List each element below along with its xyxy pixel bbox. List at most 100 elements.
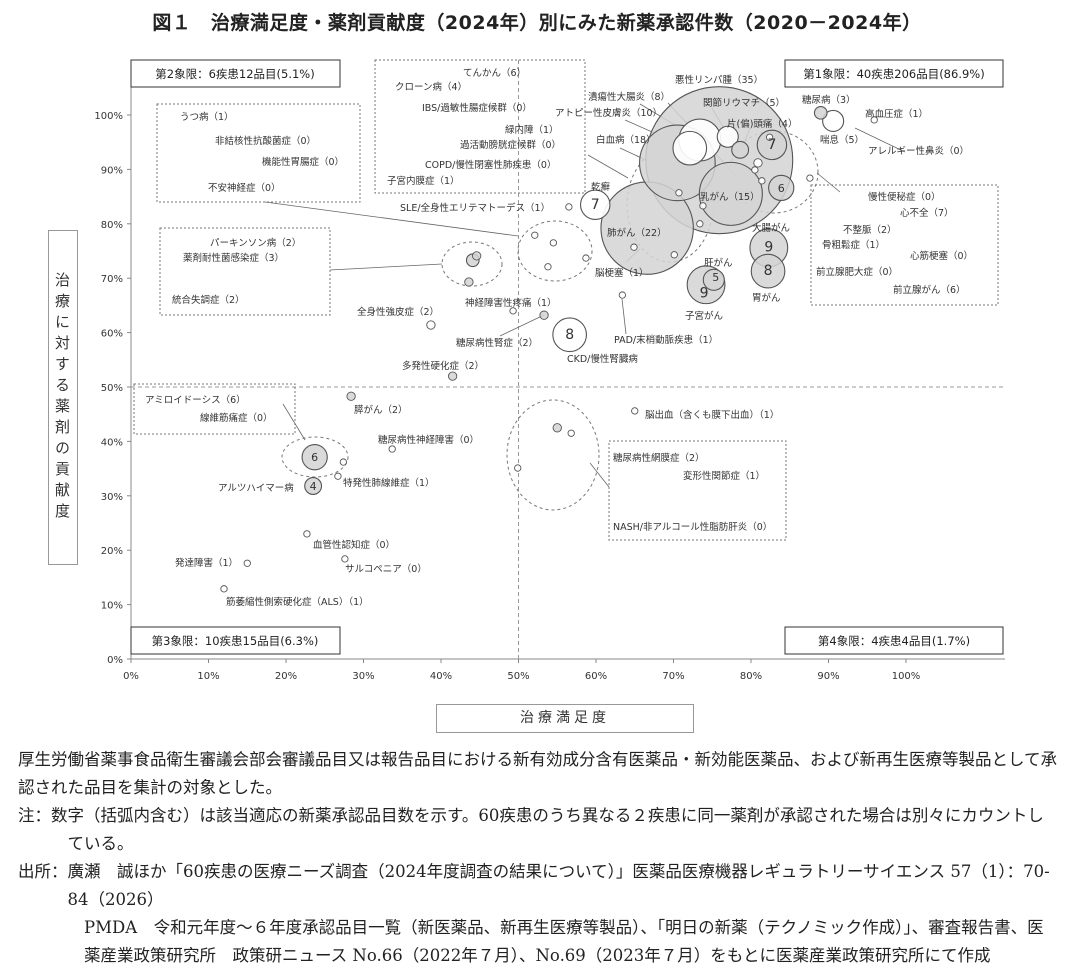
bubble	[582, 254, 590, 262]
leader-line	[589, 462, 610, 488]
bubble	[220, 585, 228, 593]
disease-label: 変形性関節症（1）	[683, 470, 765, 482]
disease-label: 前立腺肥大症（0）	[816, 266, 898, 278]
disease-label: 脳梗塞（1）	[595, 267, 649, 279]
x-tick-label: 0%	[123, 671, 139, 682]
disease-label: 大腸がん	[752, 222, 790, 234]
group-box	[810, 184, 999, 306]
group-box	[608, 440, 787, 541]
x-tick-label: 20%	[275, 671, 297, 682]
quadrant-box	[130, 59, 341, 88]
disease-label: 胃がん	[752, 292, 781, 304]
figure-title: 図１ 治療満足度・薬剤貢献度（2024年）別にみた新薬承認件数（2020－202…	[152, 12, 922, 34]
disease-label: アルツハイマー病	[218, 482, 294, 494]
x-axis-label: 治療満足度	[436, 704, 694, 733]
group-box	[133, 383, 296, 435]
disease-label: アトピー性皮膚炎（10）	[555, 107, 662, 119]
disease-label: アミロイドーシス（6）	[145, 394, 246, 406]
disease-label: 喘息（5）	[820, 134, 864, 146]
bubble	[870, 116, 878, 124]
bubble	[768, 174, 795, 202]
disease-label: 特発性肺線維症（1）	[343, 477, 435, 489]
bubble	[731, 140, 750, 159]
quadrant-summary: 第3象限：10疾患15品目(6.3%)	[152, 634, 319, 648]
bubble	[426, 320, 436, 330]
disease-label: 神経障害性疼痛（1）	[465, 297, 557, 309]
disease-label: PAD/末梢動脈疾患（1）	[614, 334, 718, 346]
group-box	[374, 59, 586, 194]
leader-line	[587, 154, 629, 179]
x-tick-label: 40%	[430, 671, 452, 682]
disease-label: 慢性便秘症（0）	[868, 191, 941, 203]
source-2: PMDA 令和元年度～６年度承認品目一覧（新医薬品、新再生医療等製品）、「明日の…	[84, 918, 1044, 965]
bubble	[750, 253, 786, 289]
disease-label: 発達障害（1）	[175, 557, 238, 569]
disease-label: 膵がん（2）	[354, 404, 408, 416]
bubble-chart: 0%10%20%30%40%50%60%70%80%90%100%0%10%20…	[94, 59, 1005, 682]
bubble	[699, 202, 707, 210]
scope-note: 厚生労働省薬事食品衛生審議会部会審議品目又は報告品目における新有効成分含有医薬品…	[18, 750, 1058, 797]
bubble	[346, 391, 356, 401]
y-tick-label: 70%	[101, 274, 123, 285]
bubble	[565, 203, 573, 211]
bubble	[756, 129, 788, 161]
disease-label: アレルギー性鼻炎（0）	[868, 145, 969, 157]
disease-label: 前立腺がん（6）	[893, 284, 966, 296]
disease-label: 過活動膀胱症候群（0）	[460, 139, 561, 151]
bubble	[813, 105, 828, 120]
group-box	[156, 103, 361, 203]
disease-label: 乳がん（15）	[700, 191, 760, 203]
disease-label: 不整脈（2）	[843, 224, 897, 236]
disease-label: COPD/慢性閉塞性肺疾患（0）	[425, 159, 556, 171]
disease-label: 糖尿病（3）	[802, 94, 856, 106]
bubble	[696, 220, 704, 228]
y-tick-label: 10%	[101, 601, 123, 612]
y-tick-label: 30%	[101, 492, 123, 503]
bubble	[758, 177, 766, 185]
figure-notes: 厚生労働省薬事食品衛生審議会部会審議品目又は報告品目における新有効成分含有医薬品…	[18, 746, 1058, 970]
bubble	[765, 133, 774, 141]
bubble	[464, 277, 474, 287]
bubble	[806, 174, 814, 182]
bubble	[618, 291, 626, 299]
disease-label: 関節リウマチ（5）	[703, 97, 785, 109]
disease-label: 潰瘍性大腸炎（8）	[588, 91, 670, 103]
bubble	[509, 307, 517, 315]
disease-label: てんかん（6）	[463, 67, 526, 79]
disease-label: クローン病（4）	[395, 81, 467, 93]
disease-label: 薬剤耐性菌感染症（3）	[183, 252, 284, 264]
x-tick-label: 80%	[740, 671, 762, 682]
y-tick-label: 100%	[94, 111, 123, 122]
leader-line	[499, 314, 545, 337]
disease-label: 血管性認知症（0）	[313, 539, 395, 551]
bubble	[514, 464, 522, 472]
bubble	[552, 317, 588, 353]
bubble	[698, 161, 763, 226]
disease-label: 糖尿病性腎症（2）	[456, 337, 538, 349]
bubble	[631, 407, 639, 415]
bubble	[630, 243, 638, 251]
disease-label: 緑内障（1）	[505, 124, 559, 136]
disease-label: 不安神経症（0）	[208, 182, 281, 194]
bubble	[753, 158, 763, 168]
bubble	[751, 166, 759, 174]
bubble	[447, 371, 458, 381]
bubble	[334, 472, 342, 480]
x-tick-label: 30%	[352, 671, 374, 682]
bubble-count-label: 7	[591, 197, 600, 213]
leader-line	[621, 298, 627, 335]
bubble-count-label: 6	[311, 451, 318, 464]
bubble-count-label: 9	[700, 286, 709, 302]
leader-line	[329, 263, 443, 271]
quadrant-box	[130, 626, 341, 655]
group-ellipse	[441, 241, 503, 287]
disease-label: 心筋梗塞（0）	[910, 250, 973, 262]
disease-label: CKD/慢性腎臓病	[567, 353, 638, 365]
x-tick-label: 50%	[507, 671, 529, 682]
bubble	[822, 109, 845, 133]
y-tick-label: 60%	[101, 329, 123, 340]
leader-line	[854, 127, 906, 153]
disease-label: 片(偏)頭痛（4）	[727, 118, 797, 130]
x-tick-label: 70%	[662, 671, 684, 682]
group-box	[159, 227, 331, 316]
